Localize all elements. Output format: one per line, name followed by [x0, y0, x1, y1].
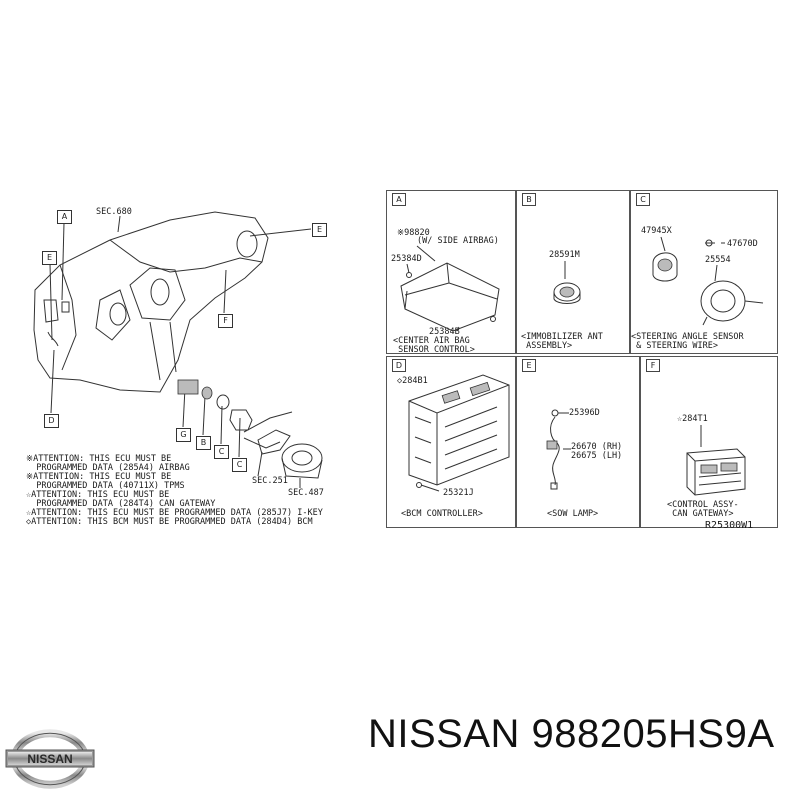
part-number-label: ☆284T1 — [677, 414, 708, 424]
panel-caption: <SOW LAMP> — [547, 509, 599, 519]
panel-caption: <IMMOBILIZER ANT ASSEMBLY> — [521, 332, 603, 351]
part-number-label: ◇284B1 — [397, 376, 428, 386]
callout-g: G — [176, 428, 191, 442]
diagram-code: R25300W1 — [705, 520, 754, 531]
callout-c2: C — [232, 458, 247, 472]
callout-c1: C — [214, 445, 229, 459]
attention-line: ※ATTENTION: THIS ECU MUST BE — [26, 454, 172, 464]
callout-e-top: E — [312, 223, 327, 237]
steering-angle-drawing — [652, 236, 764, 326]
attention-line: PROGRAMMED DATA (285A4) AIRBAG — [26, 463, 190, 473]
panel-tag: F — [646, 359, 660, 372]
attention-line: PROGRAMMED DATA (40711X) TPMS — [26, 481, 185, 491]
panel-caption: <BCM CONTROLLER> — [401, 509, 483, 519]
panel-tag: C — [636, 193, 650, 206]
part-number-label: ※98820 — [397, 228, 430, 238]
sec251-label: SEC.251 — [252, 476, 288, 486]
callout-f: F — [218, 314, 233, 328]
panel-b-immobilizer: B 28591M <IMMOBILIZER ANT ASSEMBLY> — [516, 190, 630, 354]
callout-d: D — [44, 414, 59, 428]
panel-f-can-gateway: F ☆284T1 <CONTROL ASSY- CAN GATEWAY> R25… — [640, 356, 778, 531]
panel-d-bcm: D ◇284B1 25321J <BCM CONTROLLER> — [386, 356, 516, 528]
panel-c-steering-angle: C 47945X 47670D 25554 <STEERING ANGLE SE… — [630, 190, 778, 354]
panel-tag: A — [392, 193, 406, 206]
part-number-label: 25321J — [443, 488, 474, 498]
panel-caption: <CONTROL ASSY- CAN GATEWAY> — [667, 500, 739, 519]
part-number-label: 25384D — [391, 254, 422, 264]
part-note-label: (W/ SIDE AIRBAG) — [417, 236, 499, 246]
panel-caption: <CENTER AIR BAG SENSOR CONTROL> — [393, 336, 475, 355]
immobilizer-drawing — [553, 261, 581, 304]
sow-lamp-drawing — [546, 409, 571, 490]
panel-tag: B — [522, 193, 536, 206]
logo-wordmark: NISSAN — [27, 752, 72, 766]
airbag-sensor-drawing — [400, 245, 500, 332]
callout-e-left: E — [42, 251, 57, 265]
part-number-label: 25554 — [705, 255, 731, 265]
panel-tag: D — [392, 359, 406, 372]
panel-tag: E — [522, 359, 536, 372]
sec680-label: SEC.680 — [96, 207, 132, 217]
panel-a-airbag-sensor: A ※98820 (W/ SIDE AIRBAG) 25384D 25384B … — [386, 190, 516, 355]
attention-line: ◇ATTENTION: THIS BCM MUST BE PROGRAMMED … — [26, 517, 313, 527]
part-number-label: 47945X — [641, 226, 672, 236]
sec487-label: SEC.487 — [288, 488, 324, 498]
can-gateway-drawing — [686, 425, 746, 496]
attention-line: ☆ATTENTION: THIS ECU MUST BE — [26, 490, 170, 500]
callout-b: B — [196, 436, 211, 450]
attention-line: ※ATTENTION: THIS ECU MUST BE — [26, 472, 172, 482]
part-number-title: NISSAN 988205HS9A — [368, 712, 775, 756]
part-number-label: 26670 (RH) — [571, 442, 623, 452]
panel-e-sow-lamp: E 25396D 26670 (RH) 26675 (LH) <SOW LAMP… — [516, 356, 640, 528]
bcm-drawing — [408, 374, 510, 492]
part-number-label: 47670D — [727, 239, 758, 249]
attention-line: ☆ATTENTION: THIS ECU MUST BE PROGRAMMED … — [26, 508, 323, 518]
callout-a: A — [57, 210, 72, 224]
nissan-logo: NISSAN — [4, 722, 96, 794]
part-number-label: 25384B — [429, 327, 460, 337]
part-number-label: 28591M — [549, 250, 580, 260]
nissan-logo-icon: NISSAN — [5, 729, 95, 789]
part-number-label: 25396D — [569, 408, 600, 418]
part-number-label: 26675 (LH) — [571, 451, 623, 461]
attention-line: PROGRAMMED DATA (284T4) CAN GATEWAY — [26, 499, 216, 509]
panel-caption: <STEERING ANGLE SENSOR & STEERING WIRE> — [631, 332, 744, 351]
